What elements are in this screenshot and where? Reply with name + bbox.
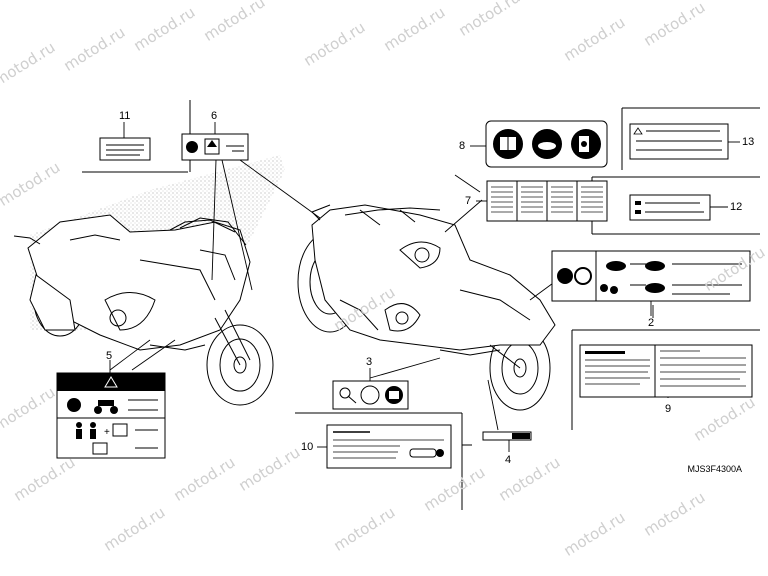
label-6 [181, 122, 249, 161]
callout-10: 10 [301, 441, 314, 453]
label-13 [629, 123, 740, 160]
helmet-icon [557, 268, 573, 284]
callout-13: 13 [742, 136, 755, 148]
disc-icon [360, 385, 380, 405]
callout-12: 12 [730, 201, 743, 213]
rider-passenger-icons [76, 422, 96, 439]
key-icon [409, 448, 437, 458]
drawing-code: MJS3F4300A [687, 464, 742, 474]
callout-6: 6 [211, 110, 218, 122]
label-10 [317, 424, 452, 469]
key-icon [339, 387, 351, 399]
helmet-icon [186, 141, 198, 153]
svg-text:+: + [104, 427, 110, 438]
motorcycle-right-drawing [297, 204, 556, 411]
label-12 [629, 194, 728, 221]
luggage-icon [112, 423, 128, 437]
tyre-icon [574, 267, 592, 285]
callout-4: 4 [505, 454, 512, 466]
callout-9: 9 [665, 403, 672, 415]
label-4 [482, 431, 532, 452]
callout-7: 7 [465, 195, 472, 207]
label-5: + [56, 360, 166, 459]
label-8 [470, 120, 608, 168]
label-3 [332, 368, 409, 410]
callout-8: 8 [459, 140, 466, 152]
motorcycle-left-drawing [13, 214, 274, 406]
label-7 [476, 180, 608, 222]
label-11 [99, 122, 151, 161]
label-9 [579, 344, 753, 398]
callout-5: 5 [106, 350, 113, 362]
callout-11: 11 [119, 110, 131, 122]
leader-lines [109, 159, 669, 431]
label-2 [551, 250, 751, 316]
luggage-icon [92, 442, 108, 455]
helmet-icon [67, 398, 81, 412]
motorcycle-icon [94, 400, 118, 414]
motorcycle-icons [600, 261, 665, 294]
callout-3: 3 [366, 356, 373, 368]
frame-lines [82, 100, 760, 510]
callout-2: 2 [648, 317, 655, 329]
